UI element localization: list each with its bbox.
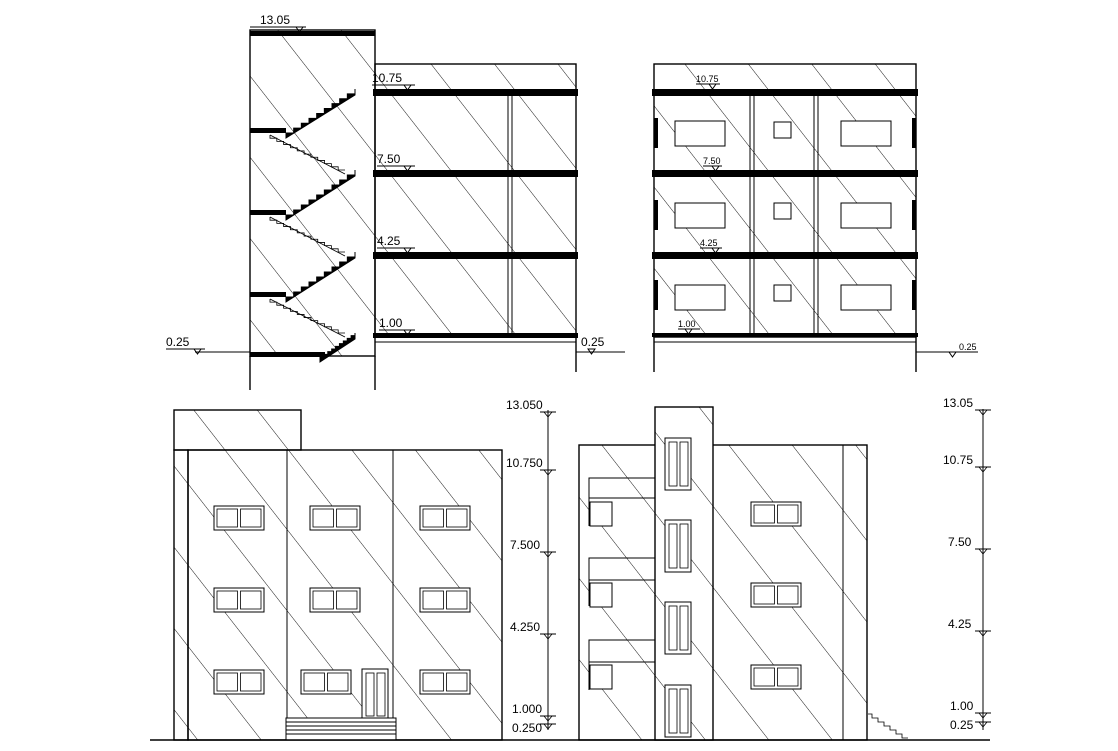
- level-label: 4.25: [700, 238, 718, 248]
- ground-slab: [250, 352, 325, 357]
- side-windows: [750, 501, 802, 690]
- slab-level-7-50: [652, 170, 918, 177]
- stair-flight: [285, 252, 356, 303]
- tower-window: [664, 437, 692, 491]
- level-label: 10.75: [696, 74, 719, 84]
- level-label: 13.05: [260, 13, 290, 27]
- level-label: 0.250: [512, 721, 542, 735]
- tower-windows: [664, 437, 692, 738]
- slab-level-7-50: [373, 170, 578, 177]
- level-label: 7.50: [948, 535, 972, 549]
- section-openings: [674, 120, 892, 311]
- side-elevation-view: 13.05 10.75 7.50 4.25 1.00 0.25: [560, 396, 991, 741]
- front-elevation-view: 13.050 10.750 7.500 4.250 1.000 0.250: [150, 398, 560, 741]
- level-label: 7.500: [510, 538, 540, 552]
- level-label: 10.75: [372, 71, 402, 85]
- stair-landing: [250, 128, 286, 133]
- level-label: 0.25: [959, 342, 977, 352]
- window: [750, 501, 802, 527]
- level-label: 1.00: [950, 699, 974, 713]
- level-label: 7.50: [377, 152, 401, 166]
- front-windows: [213, 505, 471, 695]
- entrance-steps: [285, 717, 397, 741]
- section-rooms-view: 10.75 7.50 4.25 1.00 0.25: [652, 63, 978, 372]
- tower-window: [664, 684, 692, 738]
- tower-window: [664, 519, 692, 573]
- level-label: 4.250: [510, 620, 540, 634]
- rooms-hatch: [375, 64, 576, 337]
- stair-flight: [285, 89, 356, 139]
- stair-flight-projected: [269, 217, 345, 253]
- tower-window: [664, 601, 692, 655]
- window: [213, 587, 265, 613]
- level-label: 0.25: [166, 335, 190, 349]
- slab-level-1-00: [373, 333, 578, 338]
- slab-level-4-25: [652, 252, 918, 259]
- level-label: 1.00: [379, 316, 403, 330]
- slab-level-4-25: [373, 252, 578, 259]
- level-label: 1.000: [512, 702, 542, 716]
- level-label: 1.00: [678, 319, 696, 329]
- slab-level-10-75: [373, 89, 578, 96]
- stair-flight-projected: [269, 135, 345, 171]
- window: [300, 669, 352, 695]
- stair-flight: [285, 170, 356, 221]
- window: [309, 505, 361, 531]
- level-label: 4.25: [948, 617, 972, 631]
- level-label: 0.25: [950, 718, 974, 732]
- stair-landing: [250, 210, 286, 215]
- level-label: 13.05: [943, 396, 973, 410]
- level-label: 10.750: [506, 456, 543, 470]
- stair-landing: [250, 292, 286, 297]
- level-label: 7.50: [703, 156, 721, 166]
- balconies: [588, 477, 655, 690]
- window: [750, 582, 802, 608]
- level-label: 13.050: [506, 398, 543, 412]
- level-label: 10.75: [943, 453, 973, 467]
- slab-level-1-00: [652, 333, 918, 337]
- side-facade-hatch: [579, 445, 867, 740]
- section-stair-view: 13.05 10.75 7.50 4.25 1.00 0.25 0.25: [166, 13, 625, 390]
- balcony-doors: [589, 501, 613, 690]
- front-door: [361, 668, 389, 719]
- stair-core-hatch: [250, 30, 375, 356]
- window: [309, 587, 361, 613]
- window: [419, 505, 471, 531]
- window: [213, 505, 265, 531]
- slab-level-10-75: [652, 89, 918, 96]
- window: [750, 664, 802, 690]
- window: [213, 669, 265, 695]
- stair-flights: [269, 89, 356, 363]
- roof-slab: [250, 31, 375, 36]
- window: [419, 669, 471, 695]
- level-label: 0.25: [581, 335, 605, 349]
- level-label: 4.25: [377, 234, 401, 248]
- window: [419, 587, 471, 613]
- stair-flight: [319, 333, 356, 363]
